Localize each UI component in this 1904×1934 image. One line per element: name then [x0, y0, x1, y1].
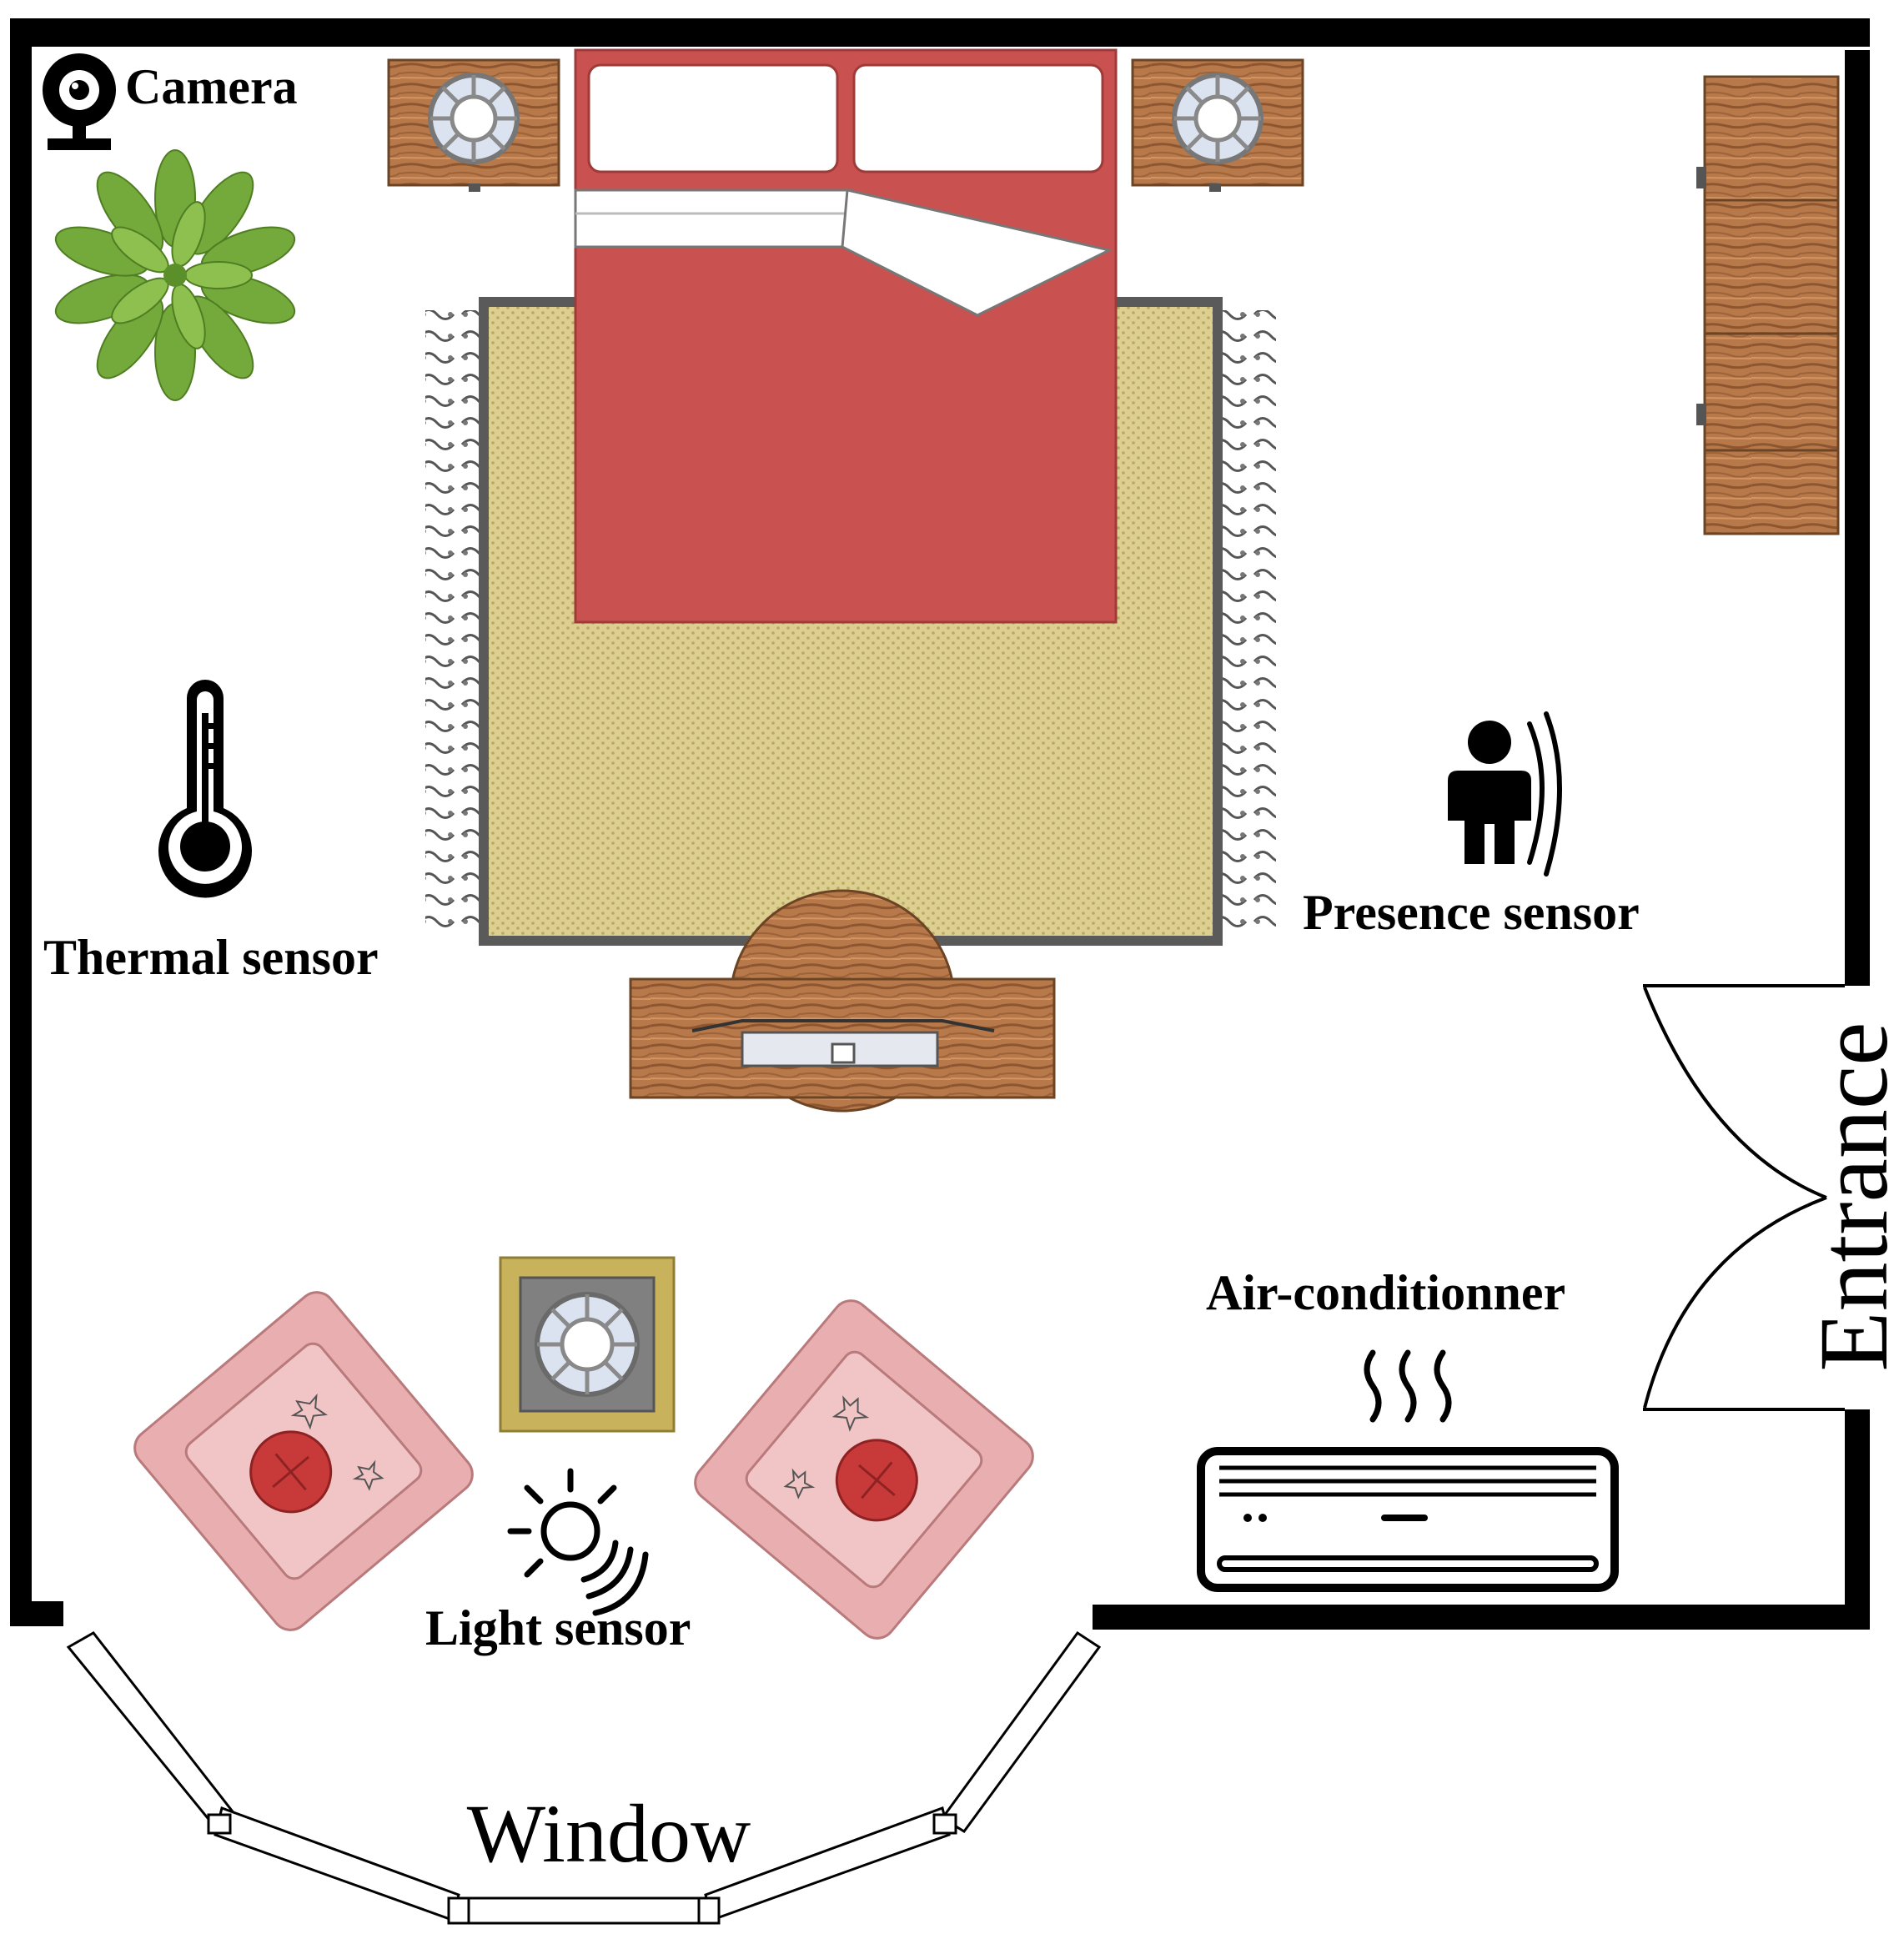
tv-stand — [629, 889, 1056, 1113]
presence-sensor-label: Presence sensor — [1303, 885, 1640, 940]
armchair-right — [694, 1299, 1034, 1640]
camera-label: Camera — [125, 59, 298, 114]
webcam-icon — [43, 53, 116, 150]
pillow-right — [852, 63, 1104, 173]
wall-top — [10, 18, 1870, 47]
wall-right-lower — [1845, 1409, 1870, 1630]
entrance-label: Entrance — [1799, 1022, 1904, 1371]
nightstand-left — [387, 58, 560, 192]
wall-bottom-right — [1093, 1605, 1870, 1630]
air-conditioner-label: Air-conditionner — [1206, 1265, 1565, 1320]
wardrobe — [1696, 75, 1840, 535]
thermometer-icon — [158, 680, 252, 898]
light-sensor-label: Light sensor — [425, 1600, 691, 1655]
wall-bottom-left — [10, 1601, 63, 1626]
lamp-icon — [1172, 73, 1263, 164]
sheet-fold — [574, 188, 852, 249]
nightstand-right — [1131, 58, 1304, 192]
thermal-sensor-label: Thermal sensor — [43, 930, 379, 985]
window-label: Window — [467, 1787, 751, 1880]
potted-plant-icon — [54, 149, 296, 401]
lamp-icon — [428, 73, 520, 164]
entrance-doors — [1643, 984, 1845, 1411]
sun-signal-icon — [507, 1468, 649, 1616]
pillow-left — [587, 63, 839, 173]
armchair-left — [133, 1291, 474, 1631]
side-table — [499, 1256, 676, 1433]
air-conditioner-icon — [1197, 1349, 1619, 1592]
window-bay — [66, 1630, 1102, 1925]
sheet-corner — [841, 188, 1113, 317]
person-signal-icon — [1448, 711, 1562, 877]
wall-right-upper — [1845, 50, 1870, 986]
wall-left — [10, 18, 32, 1626]
walls — [10, 18, 1870, 1630]
lamp-icon — [535, 1292, 640, 1397]
bed — [574, 48, 1118, 624]
